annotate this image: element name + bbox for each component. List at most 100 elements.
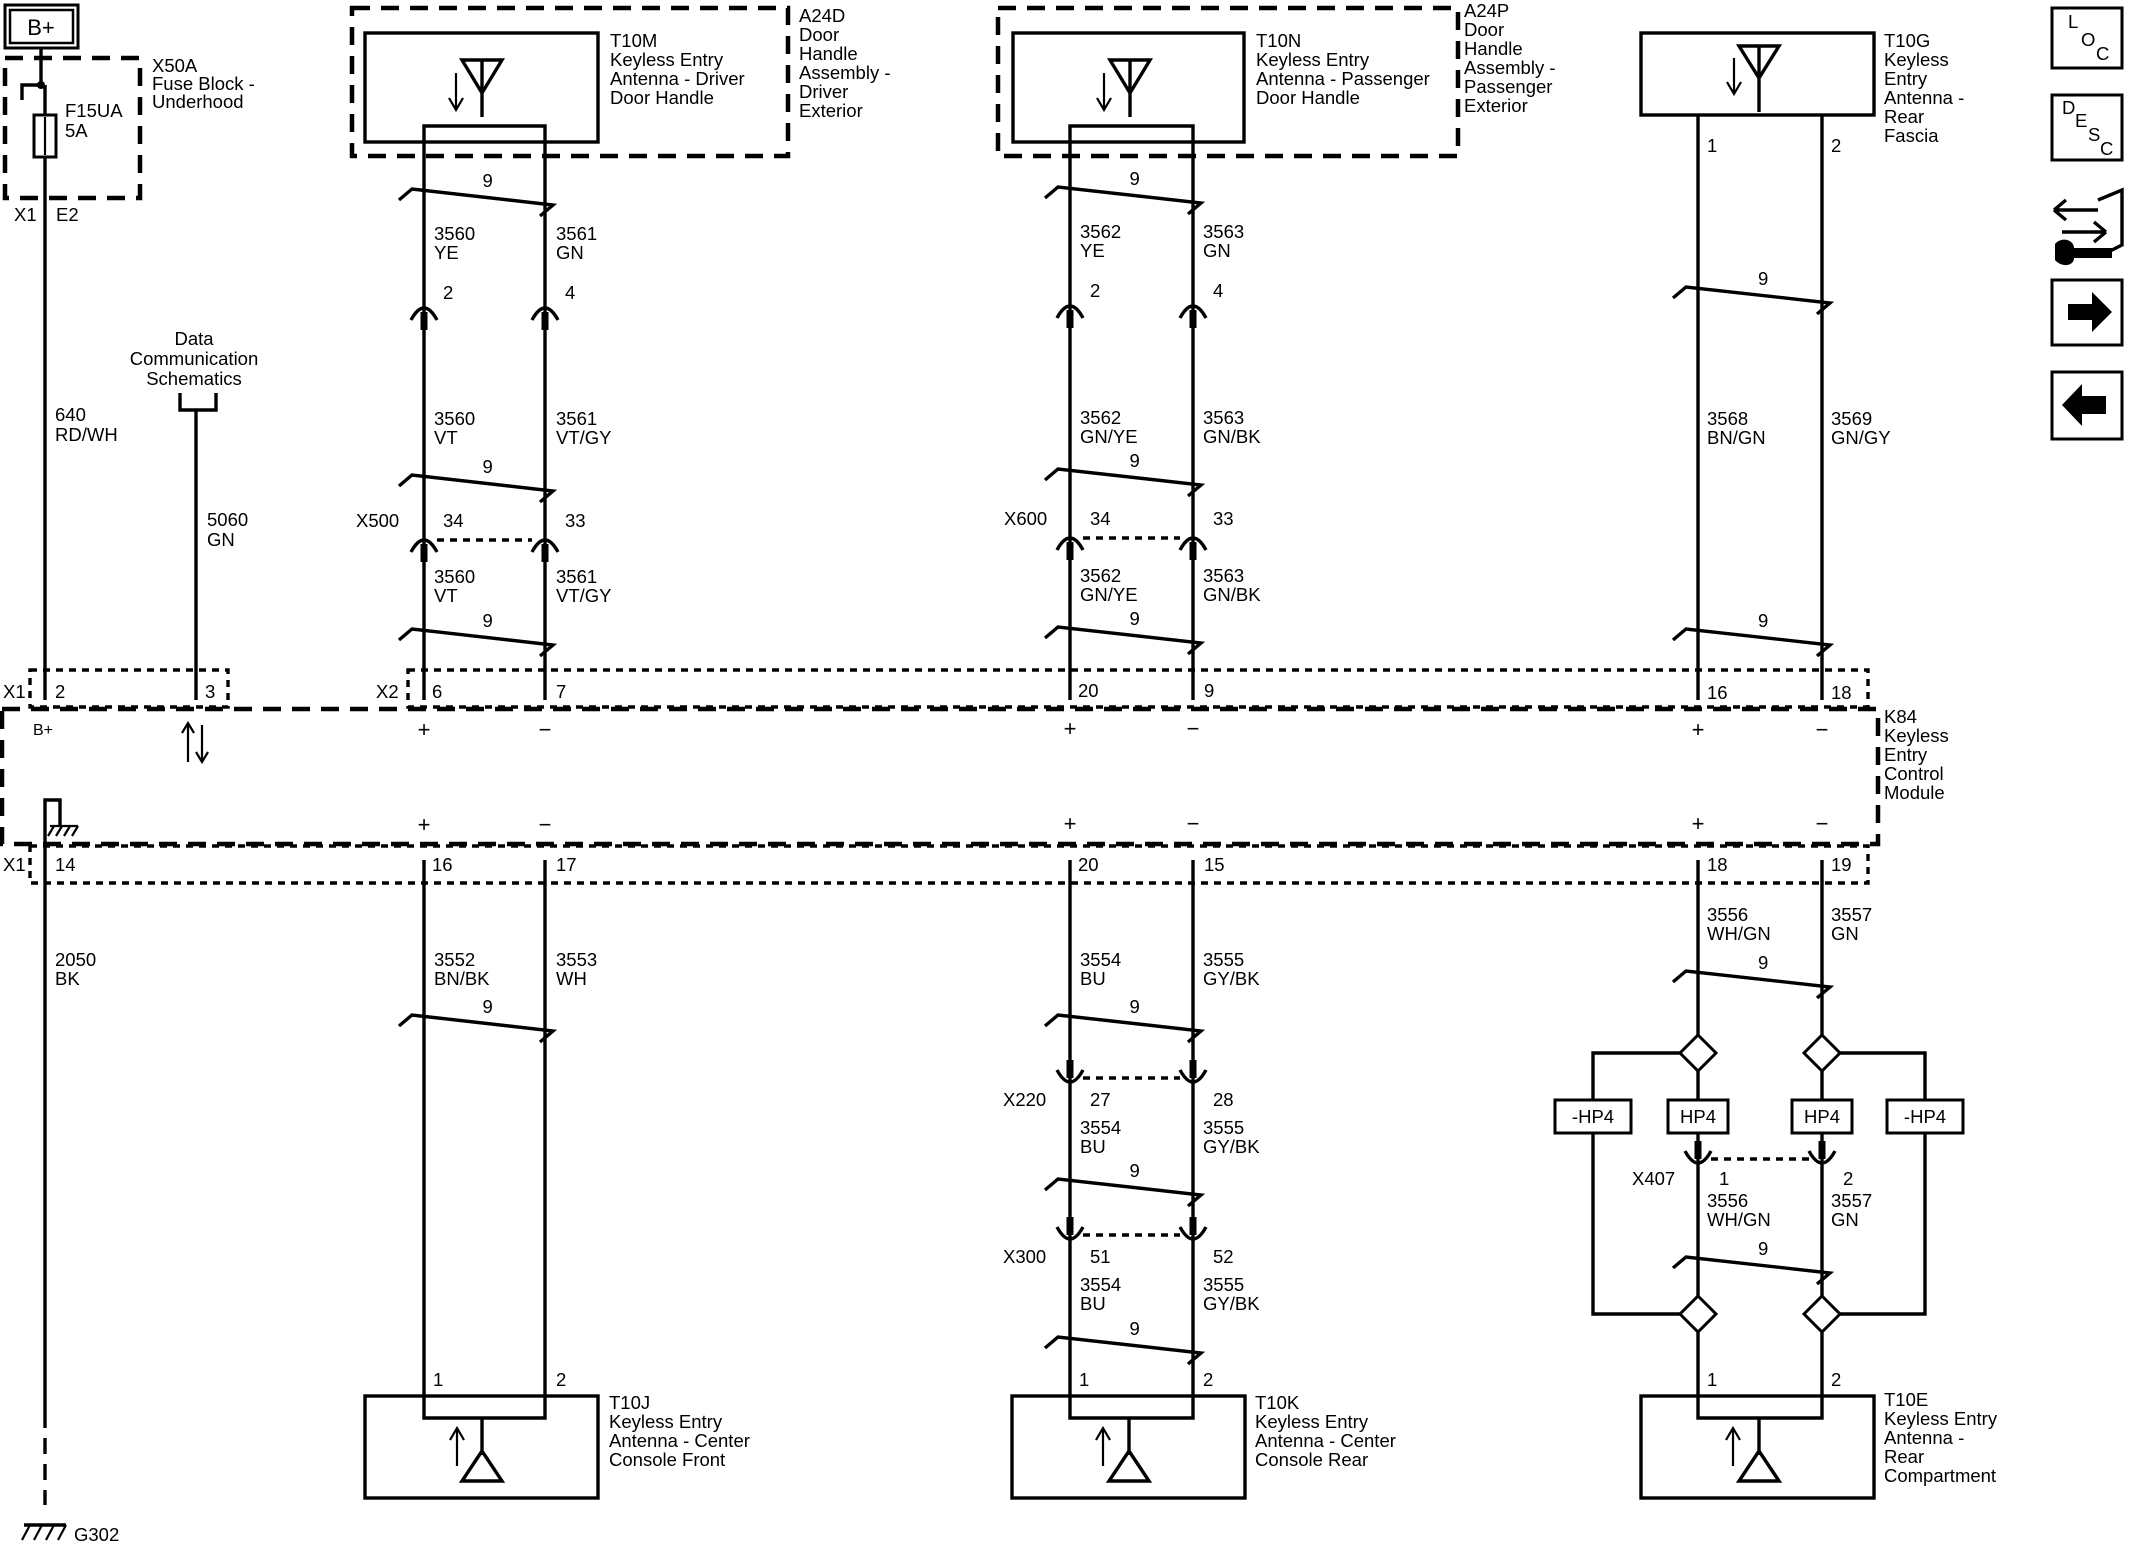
- x300-label: X300: [1003, 1246, 1046, 1267]
- svg-text:BN/GN: BN/GN: [1707, 427, 1766, 448]
- data-comm-1: Data: [174, 328, 214, 349]
- t10e-right-loop: [1822, 1051, 1927, 1316]
- svg-text:E: E: [2075, 110, 2087, 131]
- twisted-pair-marker: [1671, 969, 1835, 1000]
- power-source: B+: [3, 3, 80, 50]
- svg-text:-HP4: -HP4: [1572, 1106, 1614, 1127]
- twisted-pair-marker: [397, 187, 558, 218]
- svg-text:52: 52: [1213, 1246, 1234, 1267]
- svg-text:1: 1: [1079, 1369, 1089, 1390]
- svg-text:Antenna - Center: Antenna - Center: [1255, 1430, 1396, 1451]
- svg-text:D: D: [2062, 97, 2075, 118]
- t10m-l3: Door Handle: [610, 87, 714, 108]
- desc-button[interactable]: D E S C: [2050, 93, 2124, 162]
- svg-text:34: 34: [1090, 508, 1111, 529]
- a24d-label: A24D Door Handle Assembly - Driver Exter…: [799, 5, 891, 121]
- twisted-pair-marker: [1671, 1255, 1835, 1286]
- b-plus-pin: B+: [33, 722, 53, 739]
- svg-text:VT/GY: VT/GY: [556, 427, 612, 448]
- twisted-pair-marker: [1043, 625, 1206, 656]
- svg-text:O: O: [2081, 29, 2095, 50]
- antenna-icon: [1726, 44, 1783, 112]
- twist-label: 9: [1758, 952, 1768, 973]
- svg-text:3556: 3556: [1707, 1190, 1748, 1211]
- svg-text:1: 1: [1719, 1168, 1729, 1189]
- svg-text:1: 1: [433, 1369, 443, 1390]
- svg-text:16: 16: [432, 854, 453, 875]
- svg-text:3557: 3557: [1831, 1190, 1872, 1211]
- t10g-l2: Entry: [1884, 68, 1928, 89]
- loc-button[interactable]: L O C: [2050, 6, 2124, 70]
- svg-text:28: 28: [1213, 1089, 1234, 1110]
- svg-text:1: 1: [1707, 135, 1717, 156]
- t10n-wires: [1068, 124, 1195, 700]
- svg-text:14: 14: [55, 854, 76, 875]
- svg-text:2: 2: [1831, 1369, 1841, 1390]
- svg-text:L: L: [2068, 11, 2078, 32]
- svg-text:Keyless Entry: Keyless Entry: [1884, 1408, 1998, 1429]
- svg-text:27: 27: [1090, 1089, 1111, 1110]
- t10n-l1: Keyless Entry: [1256, 49, 1370, 70]
- k84-l1: Keyless: [1884, 725, 1949, 746]
- twist-label: 9: [483, 996, 493, 1017]
- fuse-block-name2: Underhood: [152, 91, 244, 112]
- x220-label: X220: [1003, 1089, 1046, 1110]
- t10n-ref: T10N: [1256, 30, 1301, 51]
- svg-text:3552: 3552: [434, 949, 475, 970]
- wire-5060-circuit: 5060: [207, 509, 248, 530]
- svg-text:2: 2: [1090, 280, 1100, 301]
- svg-text:−: −: [1816, 811, 1829, 836]
- svg-text:51: 51: [1090, 1246, 1111, 1267]
- svg-text:19: 19: [1831, 854, 1852, 875]
- polarity-markers: + − + − + − + − + − + −: [418, 716, 1829, 837]
- x500-label: X500: [356, 510, 399, 531]
- k84-l4: Module: [1884, 782, 1945, 803]
- fuse-block-ref: X50A: [152, 55, 198, 76]
- svg-text:6: 6: [432, 681, 442, 702]
- svg-text:C: C: [2096, 43, 2109, 64]
- twisted-pair-marker: [397, 627, 558, 658]
- svg-text:GN: GN: [556, 242, 584, 263]
- svg-text:7: 7: [556, 681, 566, 702]
- t10e-left-loop: [1591, 1051, 1698, 1316]
- x600-label: X600: [1004, 508, 1047, 529]
- twist-label: 9: [1758, 610, 1768, 631]
- x2-label: X2: [376, 681, 399, 702]
- t10k-ref: T10K: [1255, 1392, 1300, 1413]
- prev-page-button[interactable]: [2050, 370, 2124, 441]
- svg-text:Driver: Driver: [799, 81, 848, 102]
- svg-text:33: 33: [565, 510, 586, 531]
- svg-text:VT: VT: [434, 585, 458, 606]
- svg-text:+: +: [418, 717, 431, 742]
- fuse-pin: E2: [56, 204, 79, 225]
- svg-text:−: −: [539, 717, 552, 742]
- svg-text:3556: 3556: [1707, 904, 1748, 925]
- svg-text:C: C: [2100, 138, 2113, 159]
- next-page-button[interactable]: [2050, 278, 2124, 347]
- inline-connector-pin: [1055, 1217, 1085, 1241]
- inline-connector-pin: [1807, 1141, 1837, 1165]
- connector-tools-icon[interactable]: [2052, 187, 2124, 266]
- svg-text:WH/GN: WH/GN: [1707, 923, 1771, 944]
- x1-label-bottom: X1: [3, 854, 26, 875]
- twisted-pair-marker: [1043, 185, 1206, 216]
- k84-ref: K84: [1884, 706, 1917, 727]
- t10g-l1: Keyless: [1884, 49, 1949, 70]
- svg-text:GN/YE: GN/YE: [1080, 584, 1138, 605]
- ground-icon: [21, 1523, 67, 1541]
- svg-text:GY/BK: GY/BK: [1203, 1136, 1260, 1157]
- svg-text:Handle: Handle: [799, 43, 858, 64]
- svg-text:33: 33: [1213, 508, 1234, 529]
- inline-connector-pin: [1055, 1060, 1085, 1084]
- t10m-l1: Keyless Entry: [610, 49, 724, 70]
- svg-text:YE: YE: [434, 242, 459, 263]
- svg-text:+: +: [1064, 716, 1077, 741]
- fuse-ref: F15UA: [65, 100, 123, 121]
- x407-label: X407: [1632, 1168, 1675, 1189]
- t10g-wires: [1696, 115, 1824, 700]
- svg-text:+: +: [1692, 811, 1705, 836]
- svg-text:Assembly -: Assembly -: [1464, 57, 1556, 78]
- svg-text:Door: Door: [1464, 19, 1504, 40]
- svg-text:2: 2: [1203, 1369, 1213, 1390]
- svg-text:3: 3: [205, 681, 215, 702]
